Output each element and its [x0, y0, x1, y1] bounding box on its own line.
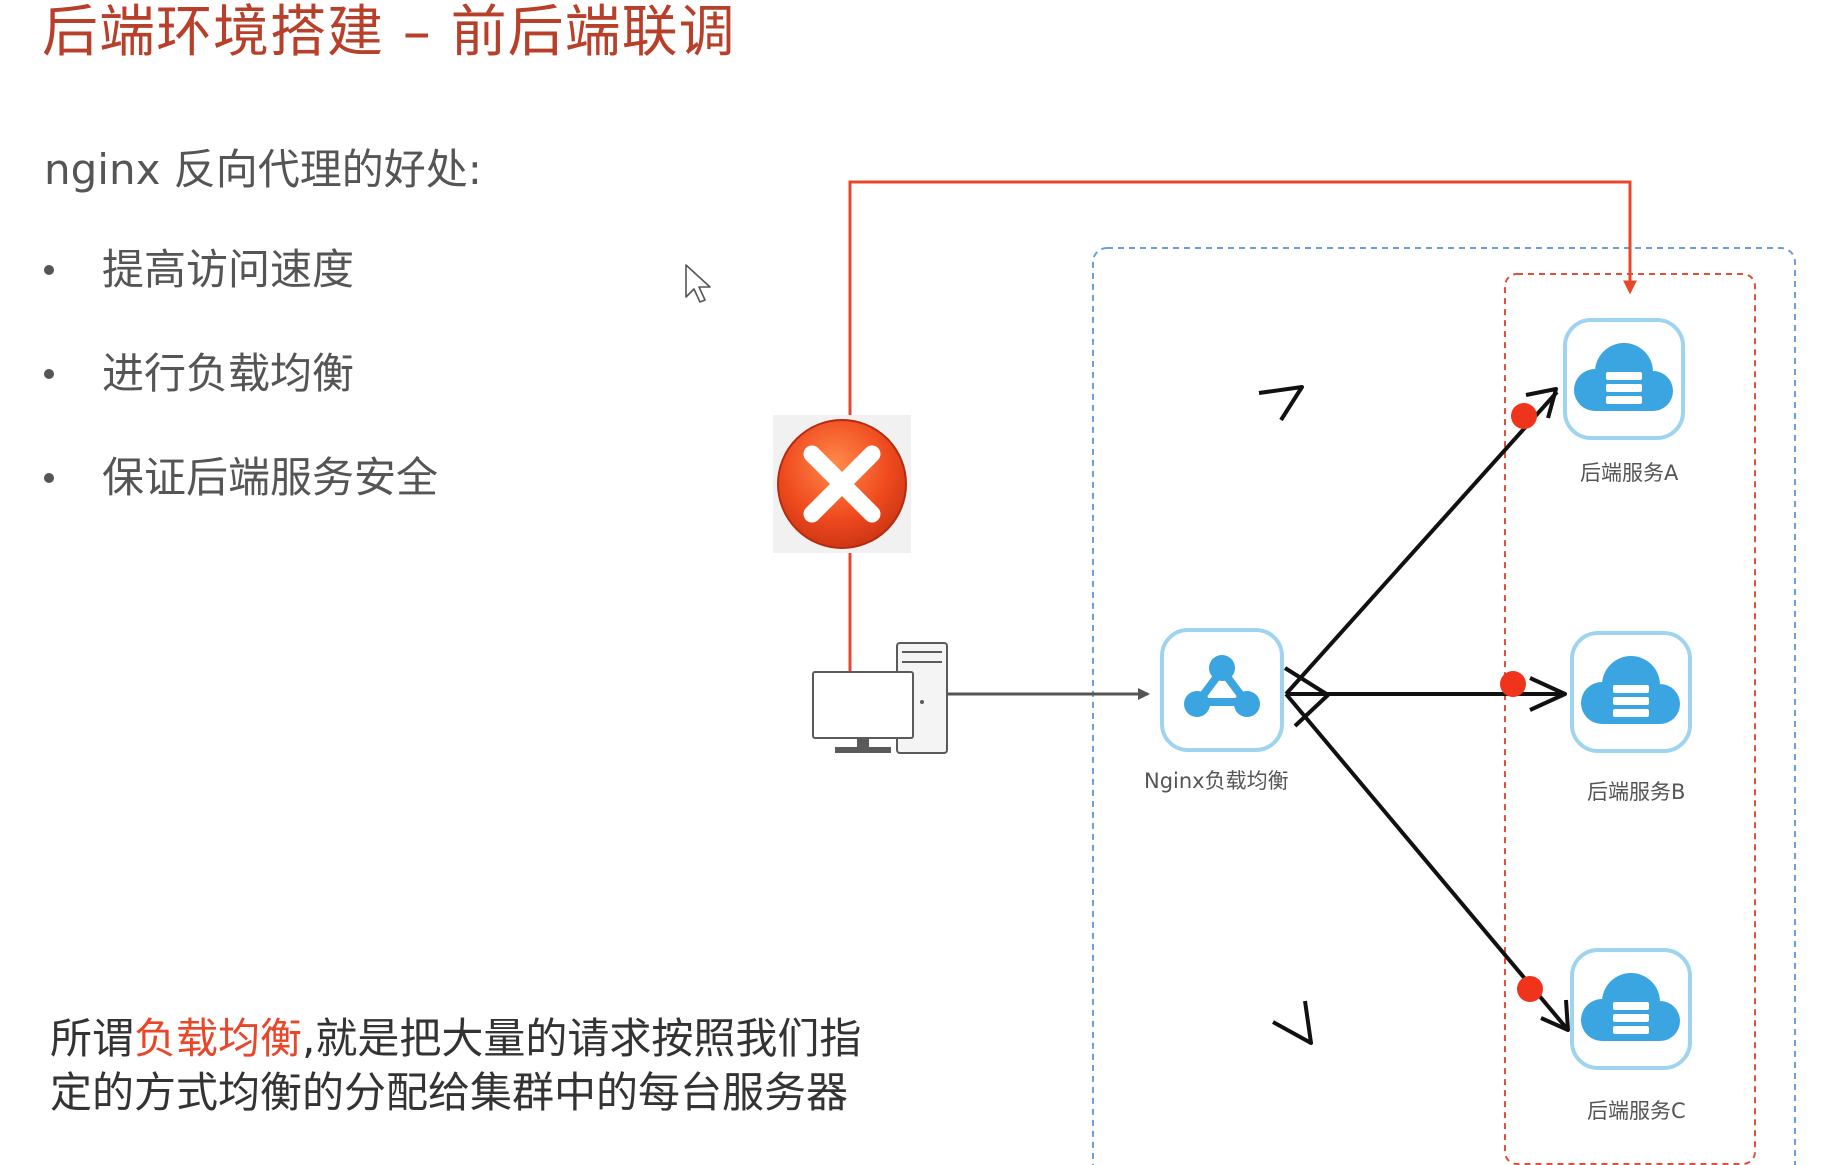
route-c-arrowhead-icon	[1540, 999, 1570, 1032]
client-computer-icon	[812, 642, 948, 754]
nginx-label: Nginx负载均衡	[1144, 769, 1289, 793]
definition-suffix: ,就是把大量的请求按照我们指	[302, 1014, 862, 1063]
definition-prefix: 所谓	[50, 1014, 135, 1063]
bullet-dot-icon	[44, 265, 54, 275]
blocked-x-icon	[773, 415, 911, 553]
definition-highlight: 负载均衡	[134, 1014, 303, 1063]
server-label-b: 后端服务B	[1587, 780, 1685, 804]
load-balancing-definition: 所谓负载均衡,就是把大量的请求按照我们指 定的方式均衡的分配给集群中的每台服务器	[50, 1012, 950, 1120]
cloud-server-icon	[1570, 631, 1692, 753]
arrowhead-icon	[1272, 1000, 1313, 1045]
route-to-server-c	[1284, 692, 1570, 1032]
benefit-text: 提高访问速度	[102, 245, 355, 294]
server-label-c: 后端服务C	[1587, 1099, 1686, 1123]
intro-text: nginx 反向代理的好处:	[44, 145, 482, 194]
slide-title: 后端环境搭建 – 前后端联调	[42, 0, 736, 65]
route-to-server-a	[1284, 390, 1559, 696]
route-b-arrowhead-icon	[1529, 676, 1567, 712]
bullet-dot-icon	[44, 473, 54, 483]
connection-dot	[1517, 976, 1543, 1002]
mouse-pointer-icon	[685, 264, 711, 303]
cloud-server-icon	[1563, 318, 1685, 440]
route-a-arrowhead-icon	[1525, 387, 1558, 419]
connection-dot	[1500, 671, 1526, 697]
benefit-text: 保证后端服务安全	[102, 453, 439, 502]
connection-dot	[1511, 403, 1537, 429]
load-balancer-icon	[1160, 628, 1284, 752]
server-label-a: 后端服务A	[1580, 461, 1679, 485]
definition-line-1: 所谓负载均衡,就是把大量的请求按照我们指	[50, 1012, 950, 1066]
blocked-direct-path	[848, 180, 1637, 672]
benefit-text: 进行负载均衡	[102, 349, 355, 398]
cloud-server-icon	[1570, 948, 1692, 1070]
arrowhead-icon	[1258, 385, 1304, 422]
cluster-boundary	[1092, 247, 1796, 1165]
bullet-dot-icon	[44, 369, 54, 379]
definition-line-2: 定的方式均衡的分配给集群中的每台服务器	[50, 1068, 849, 1117]
